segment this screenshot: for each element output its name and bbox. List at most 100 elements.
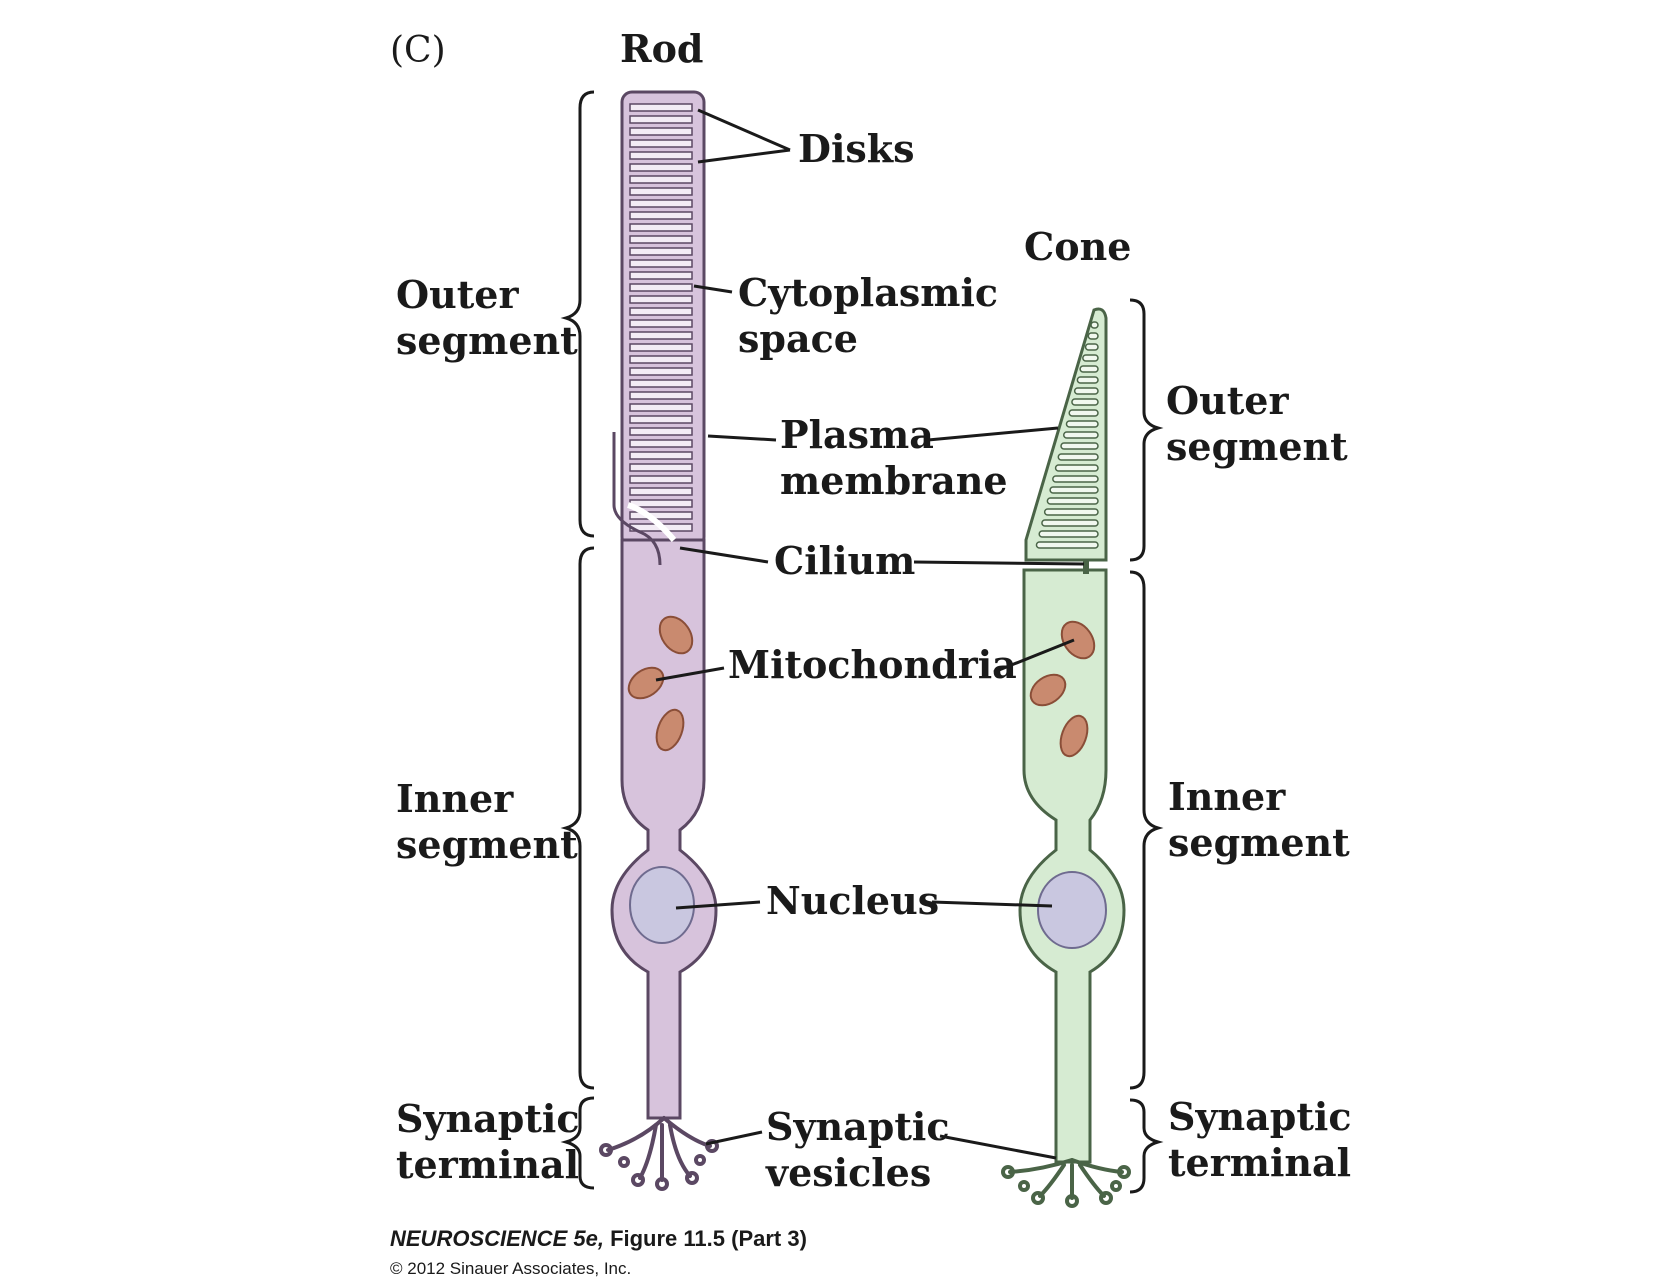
cone-lamella [1076,376,1099,384]
rod-disk [629,403,693,412]
rod-disk [629,163,693,172]
rod-disks [629,103,693,532]
cone-lamella [1043,508,1099,516]
cone-lamella [1082,354,1099,362]
figure-caption: NEUROSCIENCE 5e, Figure 11.5 (Part 3) [390,1226,807,1251]
cone-lamellae [1035,321,1099,549]
leader-lines [655,108,1085,1160]
cytoplasmic-space-leader [693,284,733,294]
rod-disk [629,475,693,484]
nucleus-leader-rod [675,900,761,910]
rod-disk [629,367,693,376]
cone-lamella [1079,365,1099,373]
cone-lamella [1060,442,1099,450]
synaptic-vesicles-leader-cone [939,1134,1057,1160]
rod-synaptic-terminal [599,1116,719,1191]
rod-disk [629,331,693,340]
rod-disk [629,499,693,508]
rod-disk [629,391,693,400]
copyright: © 2012 Sinauer Associates, Inc. [390,1259,631,1278]
rod-disk [629,439,693,448]
rod-inner-segment-brace [560,546,595,1090]
cone-inner-segment-brace [1129,570,1164,1090]
cytoplasmic-space-label: Cytoplasmic space [738,270,1011,361]
rod-disk [629,271,693,280]
cone-lamella [1049,486,1099,494]
cone-lamella [1052,475,1099,483]
rod-disk [629,151,693,160]
cone-lamella [1065,420,1099,428]
cone-outer-segment-brace [1129,298,1164,562]
cone-lamella [1084,343,1099,351]
rod-disk [629,139,693,148]
cone-lamella [1087,332,1099,340]
rod-disk [629,307,693,316]
rod-disk [629,487,693,496]
cone-lamella [1057,453,1099,461]
rod-title: Rod [620,26,704,71]
cone-lamella [1046,497,1099,505]
cone-lamella [1073,387,1099,395]
rod-disk [629,115,693,124]
cone-lamella [1038,530,1099,538]
rod-disk [629,355,693,364]
cilium-leader-cone [913,560,1085,566]
plasma-membrane-leader-rod [707,434,777,442]
rod-mitochondrion [655,708,685,752]
rod-disk [629,127,693,136]
disks-leader [697,108,791,164]
cone-mitochondrion [1059,714,1089,758]
cone-lamella [1041,519,1099,527]
cone-nucleus [1037,871,1107,949]
cone-lamella [1068,409,1099,417]
cone-lamella [1090,321,1099,329]
cone-inner-segment [1018,568,1126,1164]
rod-synaptic-terminal-brace [560,1096,595,1190]
cone-cell [1001,307,1131,1208]
rod-disk [629,343,693,352]
mitochondria-leader-rod [655,666,725,682]
cone-lamella [1071,398,1099,406]
cone-title: Cone [1024,224,1131,269]
disks-label: Disks [798,126,915,171]
rod-mitochondrion [658,615,694,655]
panel-label: (C) [390,30,446,71]
cone-synaptic-terminal-label: Synaptic terminal [1168,1094,1365,1185]
rod-outer-segment-label: Outer segment [396,272,578,363]
rod-synaptic-terminal-label: Synaptic terminal [396,1096,593,1187]
rod-nucleus [629,866,695,944]
nucleus-label: Nucleus [766,878,939,923]
rod-disk [629,379,693,388]
rod-disk [629,103,693,112]
rod-disk [629,427,693,436]
rod-disk [629,259,693,268]
rod-disk [629,247,693,256]
rod-disk [629,511,693,520]
rod-cilium [612,432,662,566]
cone-lamella [1035,541,1099,549]
rod-disk [629,211,693,220]
cone-mitochondrion [1060,620,1096,660]
plasma-membrane-leader-cone [927,426,1059,442]
rod-inner-segment-label: Inner segment [396,776,578,867]
cone-lamella [1054,464,1099,472]
rod-disk [629,295,693,304]
cone-mitochondrion [1029,673,1067,707]
cone-inner-segment-label: Inner segment [1168,774,1350,865]
synaptic-vesicles-leader-rod [705,1130,763,1146]
rod-disk [629,283,693,292]
rod-disk [629,463,693,472]
rod-disk [629,451,693,460]
cilium-leader-rod [679,546,769,564]
rod-disk [629,187,693,196]
plasma-membrane-label: Plasma membrane [780,412,1008,503]
mitochondria-leader-cone [993,638,1075,674]
cone-synaptic-terminal-brace [1129,1098,1164,1194]
rod-disk [629,223,693,232]
rod-cell [599,90,719,1191]
cone-outer-segment-label: Outer segment [1166,378,1348,469]
rod-disk [629,415,693,424]
synaptic-vesicles-label: Synaptic vesicles [765,1104,963,1195]
mitochondria-label: Mitochondria [728,642,1017,687]
